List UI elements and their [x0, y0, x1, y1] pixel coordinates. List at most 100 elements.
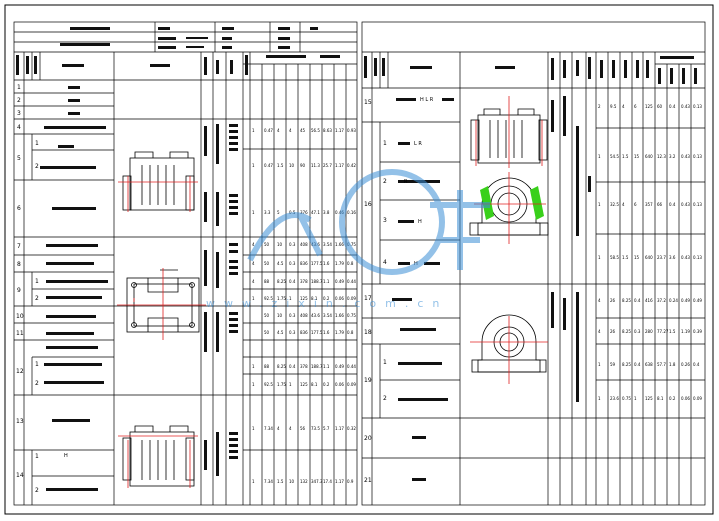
- row-number: 17: [364, 295, 372, 302]
- cell: 5: [277, 210, 280, 215]
- sub-number: 2: [35, 380, 39, 387]
- cell: 1.6: [323, 261, 330, 266]
- cell: 0.75: [347, 313, 356, 318]
- data-row: 1 92.5 1.75 1 125 8.1 0.2 0.06 0.09: [252, 296, 356, 301]
- cell: 0.2: [669, 396, 676, 401]
- cell: 60: [657, 104, 663, 109]
- left-header-text: [16, 27, 340, 75]
- inline-label: H: [418, 219, 422, 225]
- row-number: 15: [364, 99, 372, 106]
- cell: 4: [622, 202, 625, 207]
- step-count: 1: [252, 296, 255, 301]
- cell: 3.54: [323, 242, 332, 247]
- cell: 3.3: [264, 210, 271, 215]
- cell: 54.5: [610, 154, 619, 159]
- cell: 1: [598, 154, 601, 159]
- cell: 92.5: [264, 382, 273, 387]
- cell: 0.06: [335, 296, 344, 301]
- cell: 1: [598, 202, 601, 207]
- step-count: 1: [252, 382, 255, 387]
- cell: 0.49: [335, 364, 344, 369]
- sub-number: 1: [35, 278, 39, 285]
- cell: 45: [300, 128, 306, 133]
- cell: 0.4: [669, 202, 676, 207]
- centerlines-sketch-1: [118, 176, 198, 212]
- cell: 6: [634, 202, 637, 207]
- cell: 1.19: [681, 329, 690, 334]
- sub-number: 2: [35, 163, 39, 170]
- data-row: 4 50 4.5 0.3 836 177.5 1.6 1.79 0.8: [252, 261, 354, 266]
- cell: 8.25: [622, 329, 631, 334]
- cell: 0.2: [323, 382, 330, 387]
- data-row: 4 26 8.25 0.3 280 77.27 1.5 1.19 0.39: [598, 329, 702, 334]
- cell: 5.7: [323, 426, 330, 431]
- cell: 0.09: [347, 296, 356, 301]
- cell: 1.75: [277, 382, 286, 387]
- cell: 836: [300, 330, 308, 335]
- cell: 1.5: [622, 255, 629, 260]
- cell: 1.66: [335, 313, 344, 318]
- cell: 88: [264, 279, 270, 284]
- cell: 43.6: [311, 313, 320, 318]
- cell: 0.4: [289, 279, 296, 284]
- cell: 10: [277, 313, 283, 318]
- cell: 59: [610, 362, 616, 367]
- data-row: 1 59 8.25 0.4 638 57.7 1.8 0.26 0.4: [598, 362, 700, 367]
- cell: 0.43: [681, 154, 690, 159]
- sub-number: 4: [383, 259, 387, 266]
- cell: 0.8: [347, 261, 354, 266]
- cell: 0.8: [347, 330, 354, 335]
- sub-number: 1: [35, 140, 39, 147]
- cell: 4: [277, 128, 280, 133]
- cell: 0.75: [622, 396, 631, 401]
- cell: 66: [657, 202, 663, 207]
- cell: 4: [289, 426, 292, 431]
- row-number: 19: [364, 377, 372, 384]
- data-row: 1 7.34 1.5 10 132 347.3 17.4 1.17 0.9: [252, 479, 354, 484]
- cell: 0.06: [335, 382, 344, 387]
- cell: 6: [634, 104, 637, 109]
- cell: 50: [264, 313, 270, 318]
- cell: 0.3: [289, 242, 296, 247]
- cell: 4: [598, 298, 601, 303]
- data-row: 4 88 8.25 0.4 378 188.7 1.1 0.49 0.44: [252, 279, 356, 284]
- cell: 1: [634, 396, 637, 401]
- centerlines-sketch-2: [117, 268, 206, 340]
- step-count: 1: [252, 479, 255, 484]
- cell: 0.75: [347, 242, 356, 247]
- cell: 1.75: [277, 296, 286, 301]
- data-row: 4 26 8.25 0.4 416 37.2 0.24 0.49 0.49: [598, 298, 702, 303]
- data-row: 1 92.5 1.75 1 125 8.1 0.2 0.06 0.09: [252, 382, 356, 387]
- cell: 4: [622, 104, 625, 109]
- cell: 1.1: [323, 364, 330, 369]
- cell: 0.13: [693, 255, 702, 260]
- step-count: 4: [252, 242, 255, 247]
- cell: 1.79: [335, 261, 344, 266]
- watermark-url: www.zixin.com.cn: [206, 297, 448, 310]
- sub-number: 2: [35, 295, 39, 302]
- cell: 90: [300, 163, 306, 168]
- cell: 10: [289, 479, 295, 484]
- cell: 0.09: [347, 382, 356, 387]
- cell: 1: [598, 396, 601, 401]
- cell: 1: [598, 362, 601, 367]
- cell: 7.34: [264, 479, 273, 484]
- data-row: 50 10 0.3 408 43.6 3.54 1.66 0.75: [264, 313, 356, 318]
- row-number: 18: [364, 329, 372, 336]
- row-number: 10: [16, 313, 24, 320]
- right-tooling-columns: [551, 96, 591, 402]
- cell: 0.4: [289, 364, 296, 369]
- cell: 125: [645, 104, 653, 109]
- cell: 1.17: [335, 163, 344, 168]
- cell: 8.1: [311, 296, 318, 301]
- step-count: 1: [252, 128, 255, 133]
- cell: 1.66: [335, 242, 344, 247]
- row-number: 4: [17, 124, 21, 131]
- cell: 3.8: [323, 210, 330, 215]
- row-number: 8: [17, 261, 21, 268]
- cell: 17.4: [323, 479, 332, 484]
- cell: 0.49: [681, 298, 690, 303]
- row-number: 21: [364, 477, 372, 484]
- sub-number: 1: [383, 359, 387, 366]
